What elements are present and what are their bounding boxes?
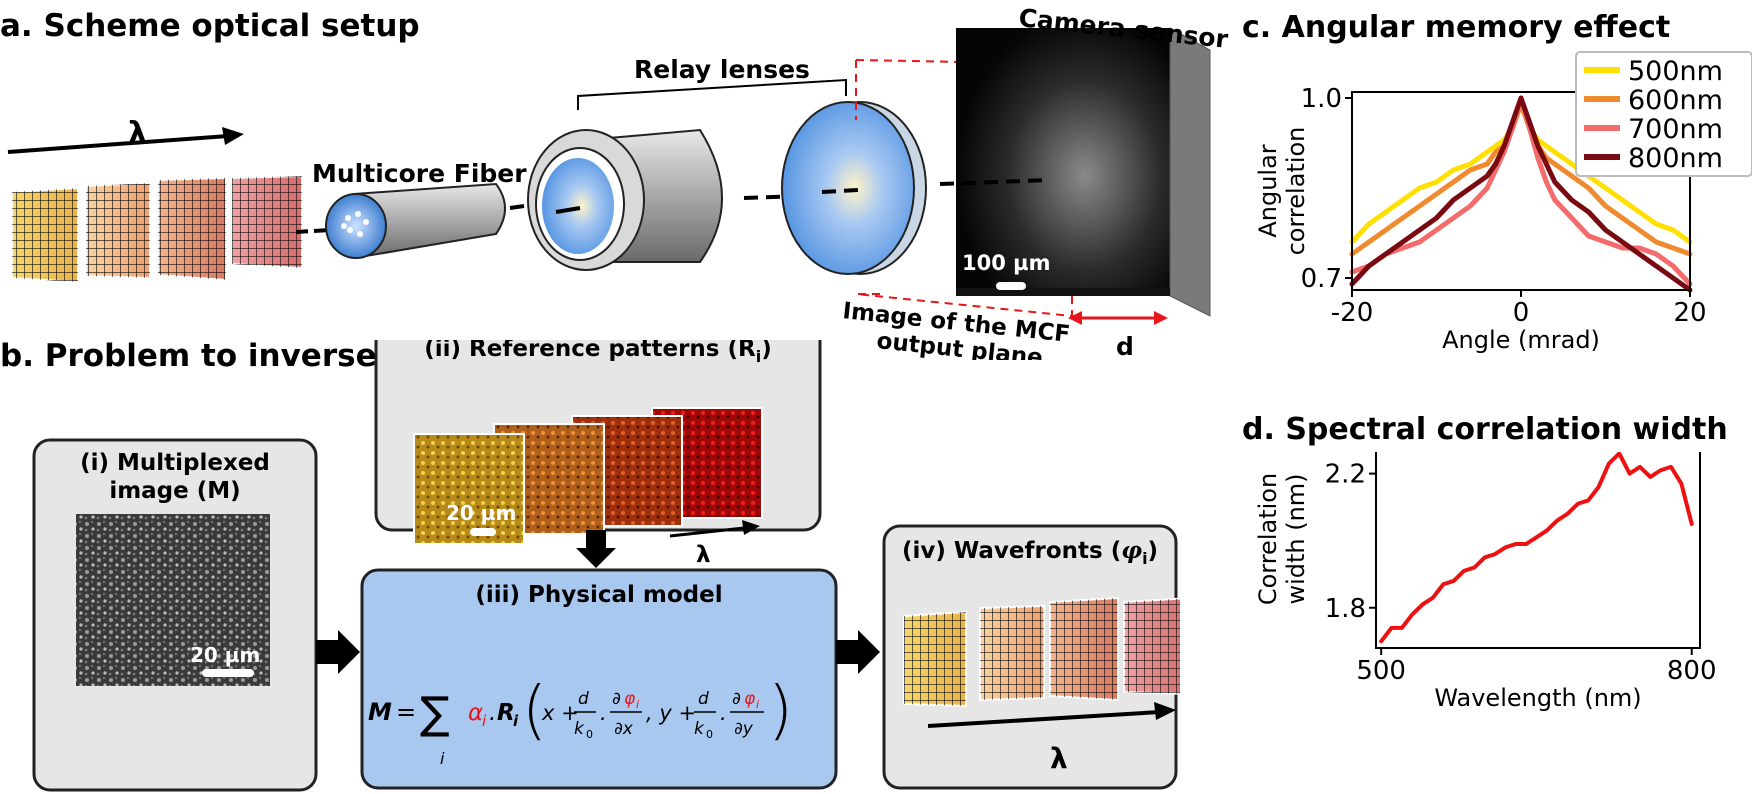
- svg-text:∑: ∑: [420, 688, 450, 739]
- svg-text:0: 0: [586, 728, 593, 741]
- box-ii-lambda-arrow: [669, 526, 745, 538]
- box-i-scale-label: 20 µm: [190, 643, 260, 667]
- arrow-ii-to-iii: [576, 548, 616, 568]
- svg-text:∂: ∂: [732, 689, 741, 709]
- wavefront-stack: [903, 596, 1180, 708]
- svg-text:i: i: [636, 698, 639, 711]
- svg-text:k: k: [574, 719, 585, 739]
- svg-text:=: =: [396, 698, 416, 726]
- legend-entry: 700nm: [1628, 114, 1723, 145]
- x-axis-label: Angle (mrad): [1442, 326, 1600, 354]
- svg-text:x +: x +: [541, 701, 579, 725]
- legend-entry: 500nm: [1628, 56, 1723, 87]
- box-iv-lambda: λ: [1050, 742, 1068, 775]
- camera-sensor: [956, 27, 1211, 317]
- box-iv-lambda-arrow: [927, 710, 1161, 728]
- distance-label: d: [1116, 332, 1134, 360]
- fiber-label: Multicore Fiber: [312, 159, 527, 188]
- y-tick-label: 0.7: [1301, 264, 1342, 294]
- svg-text:0: 0: [706, 728, 713, 741]
- x-tick-label: 20: [1673, 298, 1706, 328]
- svg-text:.: .: [600, 701, 607, 725]
- y-tick-label: 1.8: [1325, 594, 1366, 624]
- relay-lens-2: [781, 101, 927, 275]
- x-tick-label: 0: [1513, 298, 1530, 328]
- panel-a-heading: a. Scheme optical setup: [0, 8, 420, 44]
- svg-text:.: .: [720, 701, 727, 725]
- svg-text:(: (: [522, 674, 547, 748]
- svg-text:, y +: , y +: [646, 701, 696, 725]
- multicore-fiber: [325, 182, 506, 260]
- optical-setup-diagram: λ Multicore Fiber: [7, 3, 1230, 360]
- svg-text:i: i: [513, 712, 519, 730]
- y-tick-label: 2.2: [1325, 460, 1366, 490]
- box-ii-scale-label: 20 µm: [446, 501, 516, 525]
- plot-frame: [1375, 452, 1701, 649]
- svg-text:k: k: [694, 719, 705, 739]
- svg-text:): ): [768, 674, 793, 748]
- svg-text:φ: φ: [744, 689, 756, 709]
- chart-c-title: c. Angular memory effect: [1242, 10, 1671, 45]
- wavefront-slides: [11, 174, 303, 284]
- series-line-800nm: [1349, 95, 1693, 293]
- arrow-iii-to-iv: [858, 630, 880, 674]
- svg-text:φ: φ: [624, 689, 636, 709]
- box-i-title-2: image (M): [109, 478, 240, 504]
- y-tick-label: 1.0: [1301, 84, 1342, 114]
- y-axis-label: Correlation: [1254, 473, 1282, 605]
- legend-box: [1575, 51, 1752, 177]
- camera-scale-bar: [996, 282, 1026, 290]
- svg-text:R: R: [497, 700, 515, 726]
- x-axis-label: Wavelength (nm): [1434, 684, 1641, 712]
- y-axis-label: Angular: [1254, 144, 1282, 237]
- y-axis-label: width (nm): [1282, 473, 1310, 604]
- chart-d-title: d. Spectral correlation width: [1242, 412, 1728, 447]
- box-iv-title: (iv) Wavefronts (φi): [902, 537, 1158, 568]
- legend-entry: 800nm: [1628, 143, 1723, 174]
- problem-diagram: (i) Multiplexed image (M) 20 µm (ii) Ref…: [32, 340, 1180, 792]
- svg-text:i: i: [756, 698, 759, 711]
- panel-b-heading: b. Problem to inverse: [0, 338, 377, 374]
- series-line-0: [1379, 452, 1694, 644]
- svg-text:M: M: [368, 698, 392, 726]
- svg-text:∂x: ∂x: [614, 719, 634, 739]
- box-ii-scale-bar: [470, 528, 496, 536]
- legend-entry: 600nm: [1628, 85, 1723, 116]
- svg-text:α: α: [468, 700, 483, 726]
- svg-text:d: d: [698, 689, 709, 709]
- box-physical-model: [360, 568, 838, 790]
- box-iii-title: (iii) Physical model: [475, 582, 722, 608]
- multiplexed-image: [76, 514, 270, 686]
- y-axis-label: correlation: [1282, 127, 1310, 256]
- x-tick-label: -20: [1331, 298, 1373, 328]
- svg-text:i: i: [482, 712, 487, 730]
- reference-pattern-stack: [413, 407, 763, 545]
- lambda-arrow: [7, 134, 229, 154]
- camera-scale-label: 100 µm: [962, 251, 1050, 275]
- box-i-title-1: (i) Multiplexed: [80, 450, 270, 476]
- x-tick-label: 500: [1356, 656, 1406, 686]
- relay-label: Relay lenses: [634, 55, 810, 84]
- svg-text:i: i: [440, 749, 445, 768]
- box-i-scale-bar: [202, 669, 254, 677]
- x-tick-label: 800: [1667, 656, 1717, 686]
- relay-lens-1: [527, 128, 723, 271]
- box-ii-title: (ii) Reference patterns (Ri): [424, 340, 771, 366]
- lambda-symbol: λ: [128, 116, 147, 151]
- svg-text:∂y: ∂y: [734, 719, 754, 739]
- arrow-i-to-iii: [338, 630, 360, 674]
- svg-text:d: d: [578, 689, 589, 709]
- svg-text:.: .: [489, 700, 496, 726]
- box-ii-lambda: λ: [696, 542, 711, 568]
- svg-text:∂: ∂: [612, 689, 621, 709]
